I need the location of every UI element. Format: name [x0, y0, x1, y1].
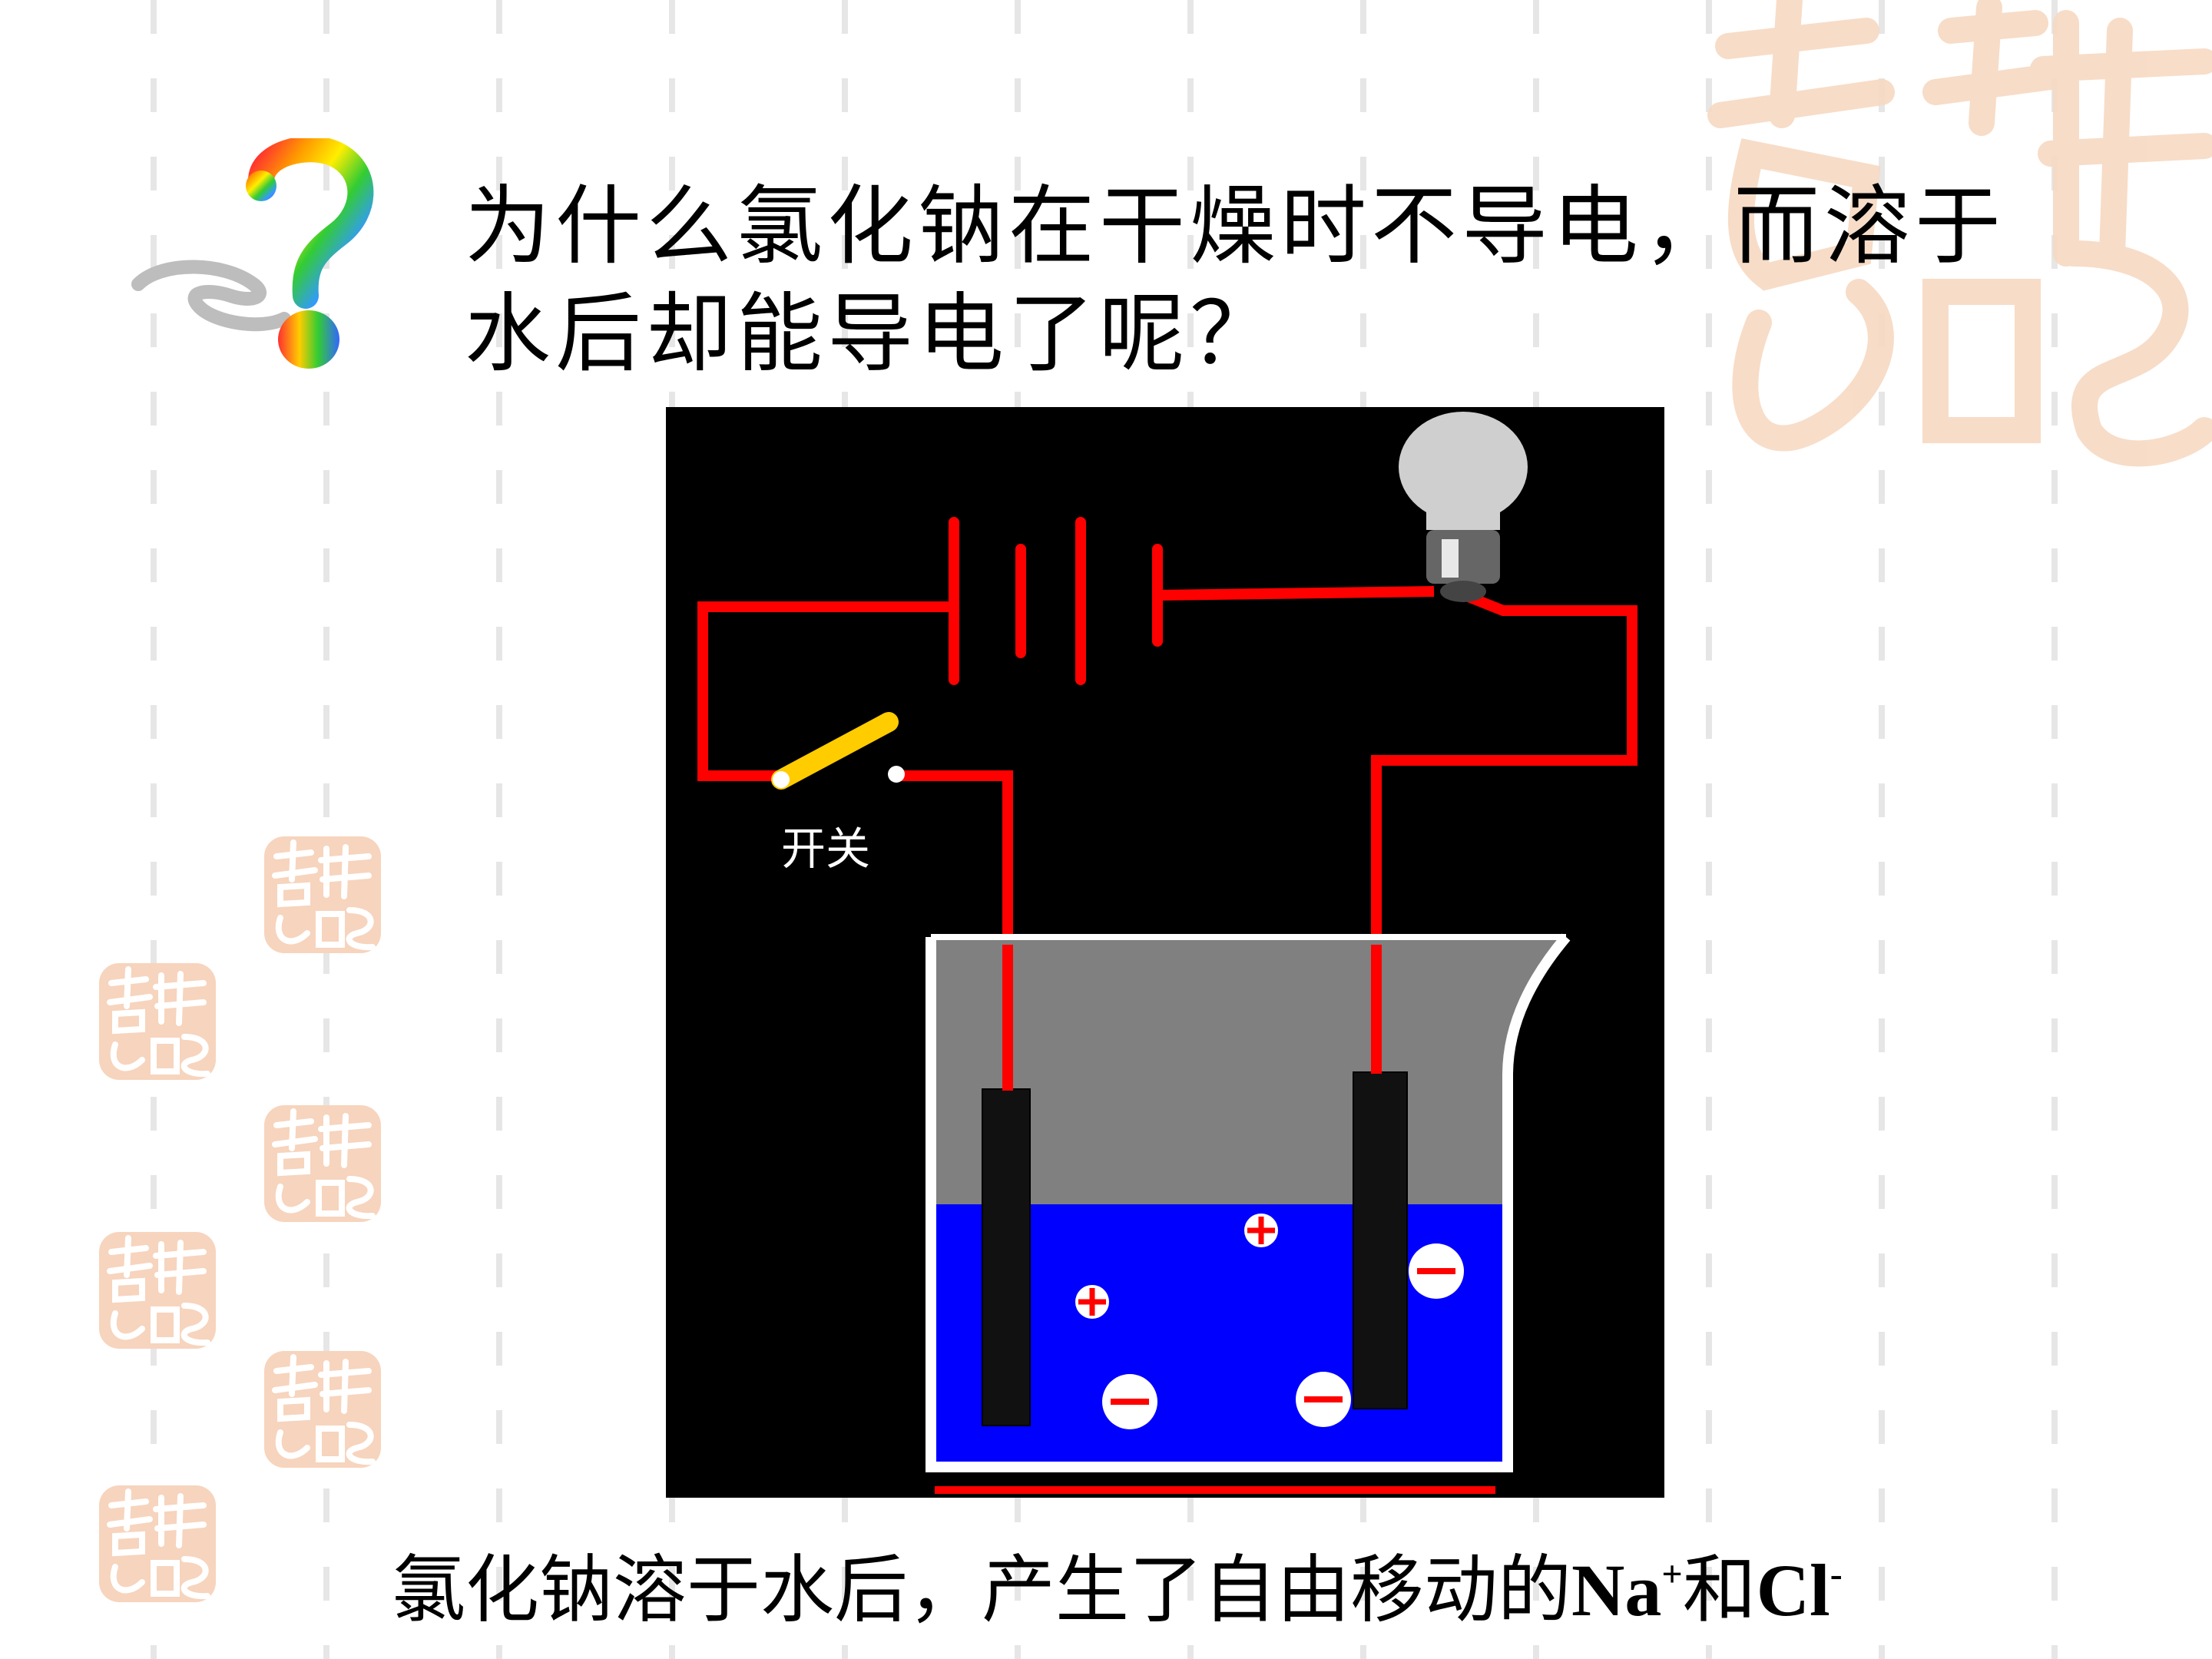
electrode-left	[982, 1088, 1031, 1426]
seal-stamp	[99, 1485, 216, 1602]
conductivity-circuit-diagram: 开关	[666, 407, 1664, 1498]
explanation-caption: 氯化钠溶于水后，产生了自由移动的Na+和Cl-	[392, 1544, 2158, 1637]
caption-text: 氯化钠溶于水后，产生了自由移动的	[392, 1547, 1571, 1633]
sodium-ion-charge: +	[1661, 1554, 1683, 1594]
chloride-ion-icon	[1102, 1374, 1157, 1429]
chloride-ion-icon	[1409, 1243, 1464, 1299]
chloride-ion-charge: -	[1830, 1554, 1843, 1594]
question-mark-icon	[131, 138, 374, 369]
sodium-ion-formula: Na	[1571, 1549, 1662, 1631]
chloride-ion-icon	[1296, 1372, 1351, 1427]
seal-stamp	[99, 963, 216, 1080]
switch-icon	[771, 712, 905, 790]
caption-conjunction: 和	[1682, 1547, 1757, 1633]
seal-stamp	[264, 836, 381, 953]
electrode-right	[1353, 1071, 1408, 1409]
question-title: 为什么氯化钠在干燥时不导电，而溶于水后却能导电了呢？	[465, 177, 2005, 384]
seal-stamp	[99, 1232, 216, 1349]
seal-watermark-large	[1707, 0, 2212, 467]
battery	[949, 517, 1163, 685]
seal-stamp	[264, 1105, 381, 1222]
light-bulb-icon	[1399, 412, 1528, 602]
sodium-ion-icon	[1075, 1285, 1109, 1319]
seal-stamp	[264, 1351, 381, 1468]
sodium-ion-icon	[1244, 1214, 1278, 1247]
switch-label: 开关	[781, 823, 870, 875]
chloride-ion-formula: Cl	[1756, 1549, 1830, 1631]
